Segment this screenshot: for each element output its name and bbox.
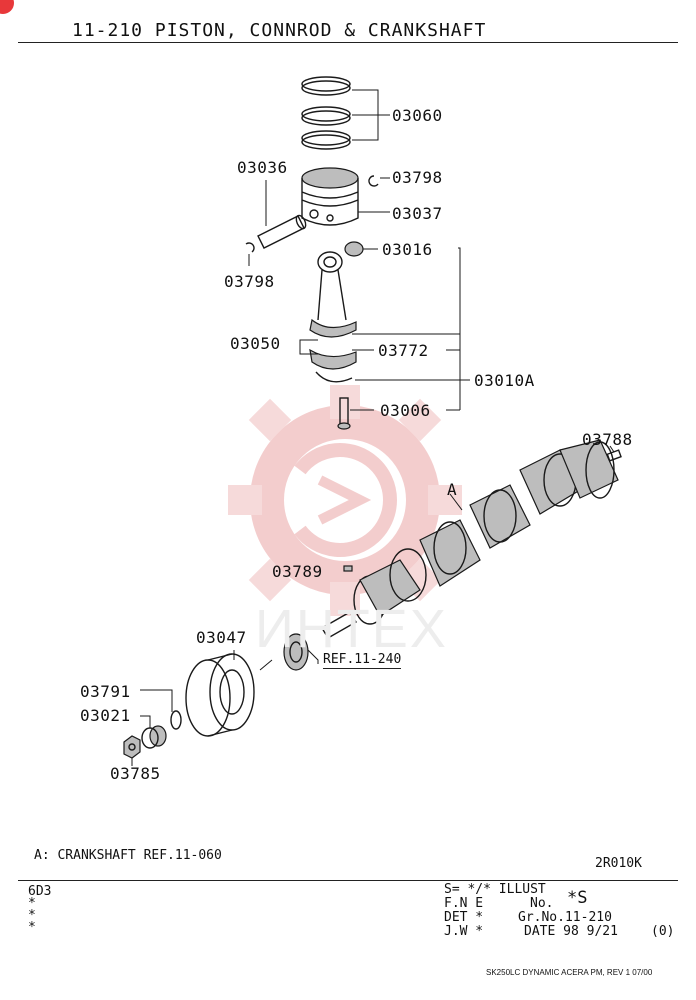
crank-gear bbox=[283, 633, 309, 671]
circlip-left bbox=[245, 242, 255, 253]
header-rule bbox=[18, 42, 678, 43]
circlip-right bbox=[368, 175, 379, 187]
corner-badge bbox=[0, 0, 14, 14]
part-label-03047[interactable]: 03047 bbox=[196, 628, 247, 647]
footer-star-2: * bbox=[28, 908, 36, 923]
part-label-03037[interactable]: 03037 bbox=[392, 204, 443, 223]
ref-link-11-240[interactable]: REF.11-240 bbox=[323, 652, 402, 669]
part-label-03798-top[interactable]: 03798 bbox=[392, 168, 443, 187]
footer-s-line: S= */* ILLUST bbox=[444, 882, 546, 897]
watermark-text: ИНТЕХ bbox=[255, 599, 448, 659]
model-code: 6D3 bbox=[28, 884, 52, 899]
dowel-pin bbox=[606, 449, 622, 462]
footer-s-value: *S bbox=[567, 888, 588, 908]
part-label-03006[interactable]: 03006 bbox=[380, 401, 431, 420]
crank-nut bbox=[123, 735, 141, 759]
footer-fne: F.N E bbox=[444, 896, 484, 911]
part-label-03036[interactable]: 03036 bbox=[237, 158, 288, 177]
footer-date: DATE 98 9/21 bbox=[524, 924, 618, 939]
footer-jw: J.W * bbox=[444, 924, 484, 939]
illustration-code: 2R010K bbox=[595, 856, 642, 871]
part-label-03789[interactable]: 03789 bbox=[272, 562, 323, 581]
spacer-collar bbox=[141, 725, 167, 749]
part-label-03791[interactable]: 03791 bbox=[80, 682, 131, 701]
part-label-03050[interactable]: 03050 bbox=[230, 334, 281, 353]
page-title: 11-210 PISTON, CONNROD & CRANKSHAFT bbox=[72, 20, 487, 41]
footer-star-3: * bbox=[28, 920, 36, 935]
crank-pulley bbox=[185, 653, 255, 737]
part-label-03060[interactable]: 03060 bbox=[392, 106, 443, 125]
footer-det: DET * bbox=[444, 910, 484, 925]
woodruff-key bbox=[343, 565, 353, 572]
footer-rule bbox=[18, 880, 678, 881]
part-label-03788[interactable]: 03788 bbox=[582, 430, 633, 449]
part-label-03785[interactable]: 03785 bbox=[110, 764, 161, 783]
connecting-rod bbox=[309, 251, 357, 383]
part-label-03010A[interactable]: 03010A bbox=[474, 371, 535, 390]
part-label-03798-left[interactable]: 03798 bbox=[224, 272, 275, 291]
document-id: SK250LC DYNAMIC ACERA PM, REV 1 07/00 bbox=[486, 968, 653, 977]
crankshaft bbox=[321, 439, 619, 639]
footer-group-number: Gr.No.11-210 bbox=[518, 910, 612, 925]
small-end-bush bbox=[344, 241, 364, 257]
part-label-03016[interactable]: 03016 bbox=[382, 240, 433, 259]
connrod-bolt bbox=[337, 397, 351, 430]
piston bbox=[301, 167, 359, 226]
piston-rings bbox=[301, 76, 351, 150]
crankshaft-ref-note: A: CRANKSHAFT REF.11-060 bbox=[34, 848, 222, 863]
footer-rev-code: (0) bbox=[651, 924, 675, 939]
o-ring bbox=[170, 710, 182, 730]
part-label-letter-a: A bbox=[447, 480, 458, 499]
footer-no: No. bbox=[530, 896, 554, 911]
piston-pin bbox=[257, 214, 307, 249]
part-label-03021[interactable]: 03021 bbox=[80, 706, 131, 725]
part-label-03772[interactable]: 03772 bbox=[378, 341, 429, 360]
footer-star-1: * bbox=[28, 896, 36, 911]
